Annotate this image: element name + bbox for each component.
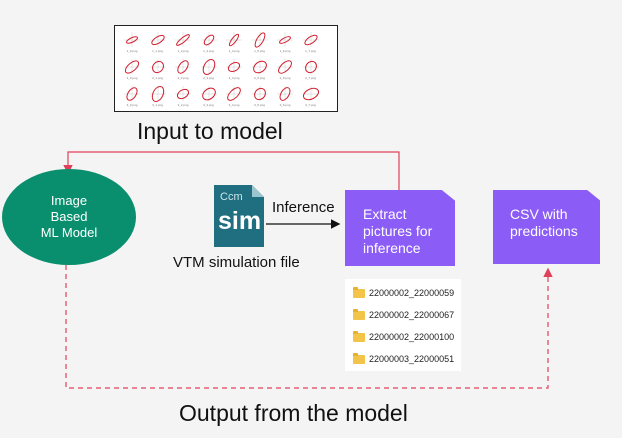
- csv-predictions-box: CSV with predictions: [493, 190, 600, 264]
- input-thumbnail: 3_2.png: [172, 84, 194, 109]
- input-thumbnail: 3_7.png: [300, 84, 322, 109]
- input-thumbnail: 3_1.png: [147, 84, 169, 109]
- folder-name: 22000002_22000067: [369, 310, 455, 320]
- thumbnail-filename: 3_3.png: [203, 103, 214, 107]
- folder-name: 22000003_22000051: [369, 354, 455, 364]
- thumbnail-filename: 3_5.png: [254, 103, 265, 107]
- input-thumbnail: 3_3.png: [198, 84, 220, 109]
- extract-box-label: Extract pictures for inference: [363, 206, 433, 256]
- feedback-arrow: [63, 151, 400, 190]
- input-thumbnail: 1_4.png: [223, 30, 245, 55]
- thumbnail-filename: 1_4.png: [228, 49, 240, 53]
- output-dashed-arrow: [65, 265, 553, 389]
- thumbnail-filename: 2_2.png: [177, 76, 189, 80]
- folder-icon: [353, 330, 365, 342]
- thumbnail-filename: 1_2.png: [177, 49, 189, 53]
- extract-pictures-box: Extract pictures for inference: [345, 190, 455, 266]
- thumbnail-filename: 2_5.png: [254, 76, 265, 80]
- thumbnail-filename: 3_0.png: [126, 103, 138, 107]
- folder-item[interactable]: 22000002_22000100: [353, 330, 454, 344]
- input-thumbnail: 1_6.png: [274, 30, 296, 55]
- folder-icon: [353, 286, 365, 298]
- thumbnail-filename: 1_1.png: [152, 49, 163, 53]
- folder-name: 22000002_22000100: [369, 332, 455, 342]
- thumbnail-filename: 3_7.png: [305, 103, 316, 107]
- csv-box-label: CSV with predictions: [510, 206, 578, 239]
- input-thumbnail: 2_5.png: [249, 57, 271, 82]
- thumbnail-filename: 2_3.png: [203, 76, 214, 80]
- input-thumbnail: 3_4.png: [223, 84, 245, 109]
- input-thumbnail: 2_2.png: [172, 57, 194, 82]
- thumbnail-filename: 2_6.png: [279, 76, 291, 80]
- thumbnail-filename: 1_0.png: [126, 49, 138, 53]
- folder-item[interactable]: 22000003_22000051: [353, 352, 454, 366]
- folder-item[interactable]: 22000002_22000059: [353, 286, 454, 300]
- input-thumbnail: 1_3.png: [198, 30, 220, 55]
- input-thumbnail: 3_0.png: [121, 84, 143, 109]
- input-thumbnail: 2_1.png: [147, 57, 169, 82]
- inference-label: Inference: [272, 199, 335, 216]
- thumbnail-filename: 2_7.png: [305, 76, 316, 80]
- folder-name: 22000002_22000059: [369, 288, 455, 298]
- model-label-line-1: Image: [50, 193, 88, 208]
- ml-model-node: Image Based ML Model: [2, 169, 136, 265]
- thumbnail-filename: 1_5.png: [254, 49, 265, 53]
- folder-icon: [353, 308, 365, 320]
- sim-icon-top-text: Ccm: [220, 191, 243, 203]
- folder-icon: [353, 352, 365, 364]
- thumbnail-filename: 3_4.png: [228, 103, 240, 107]
- sim-icon-main-text: sim: [218, 207, 262, 235]
- thumbnail-filename: 3_1.png: [152, 103, 163, 107]
- output-caption: Output from the model: [179, 400, 408, 426]
- input-thumbnail: 3_5.png: [249, 84, 271, 109]
- input-thumbnail: 1_5.png: [249, 30, 271, 55]
- input-thumbnail: 2_7.png: [300, 57, 322, 82]
- model-label-line-2: Based: [50, 209, 88, 224]
- thumbnail-filename: 3_6.png: [279, 103, 291, 107]
- thumbnail-filename: 2_0.png: [126, 76, 138, 80]
- simulation-file-icon: Ccm sim: [214, 185, 264, 247]
- input-thumbnail: 2_0.png: [121, 57, 143, 82]
- model-label-line-3: ML Model: [40, 225, 98, 240]
- thumbnail-filename: 1_7.png: [305, 49, 316, 53]
- folder-item[interactable]: 22000002_22000067: [353, 308, 454, 322]
- thumbnail-filename: 2_1.png: [152, 76, 163, 80]
- input-thumbnail: 2_3.png: [198, 57, 220, 82]
- thumbnail-filename: 1_6.png: [279, 49, 291, 53]
- thumbnail-filename: 1_3.png: [203, 49, 214, 53]
- folder-list: 22000002_22000059 22000002_22000067 2200…: [345, 279, 461, 371]
- input-caption: Input to model: [137, 118, 283, 144]
- input-thumbnail: 1_7.png: [300, 30, 322, 55]
- input-thumbnail: 3_6.png: [274, 84, 296, 109]
- input-thumbnail: 1_2.png: [172, 30, 194, 55]
- simulation-file-label: VTM simulation file: [173, 254, 300, 271]
- input-thumbnail: 2_6.png: [274, 57, 296, 82]
- input-thumbnail: 1_0.png: [121, 30, 143, 55]
- thumbnail-filename: 2_4.png: [228, 76, 240, 80]
- thumbnail-filename: 3_2.png: [177, 103, 189, 107]
- input-image-grid: 1_0.png 1_1.png 1_2.png 1_3.png 1_4.png 1_5.p…: [114, 25, 338, 112]
- input-thumbnail: 1_1.png: [147, 30, 169, 55]
- input-thumbnail: 2_4.png: [223, 57, 245, 82]
